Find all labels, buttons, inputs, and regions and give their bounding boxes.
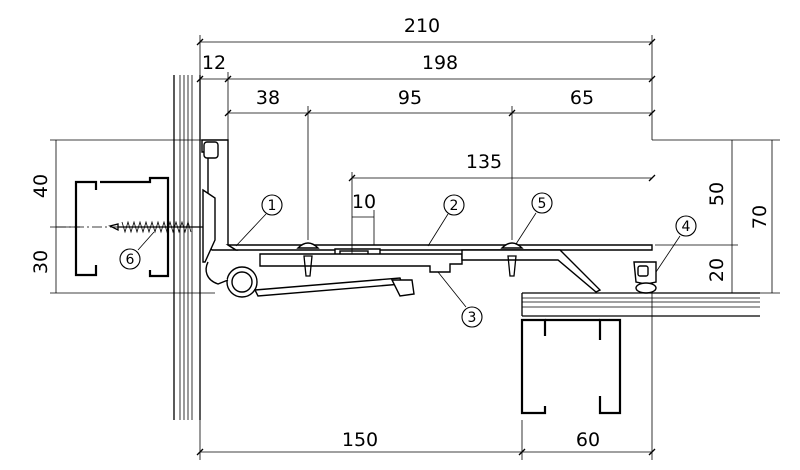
dim-height-top: 40 [30,174,52,198]
dim-right-upper: 50 [706,182,728,206]
fixing-screw [108,220,205,234]
gasket-seal [633,261,657,294]
callouts: 1 2 3 4 5 6 [119,192,697,328]
callout-circle-3 [461,306,483,328]
callout-label-4: 4 [682,219,691,235]
dim-right-lower: 20 [706,258,728,282]
dim-right-total: 70 [749,205,771,229]
dim-base-right: 60 [576,429,600,451]
dim-cover-width: 198 [422,52,458,74]
dimension-labels: 210 12 198 38 95 65 135 10 40 30 50 70 2… [30,15,771,451]
right-steel-channel [520,318,622,415]
dim-seg-right: 65 [570,87,594,109]
dim-overall-width: 210 [404,15,440,37]
dimension-lines [50,35,780,460]
callout-label-6: 6 [126,252,135,268]
wall-clip-profile [201,139,239,263]
dim-seg-left: 38 [256,87,280,109]
dim-joint-span: 135 [466,151,502,173]
callout-circle-2 [443,194,465,216]
dim-height-bottom: 30 [30,250,52,274]
callout-circle-5 [531,192,553,214]
callout-circle-6 [119,248,141,270]
dim-base-left: 150 [342,429,378,451]
dim-seg-middle: 95 [398,87,422,109]
callout-label-5: 5 [538,196,547,212]
dim-gap: 10 [352,191,376,213]
dimension-ticks [196,38,656,456]
callout-label-2: 2 [450,198,459,214]
floor-slab [521,292,760,317]
callout-label-1: 1 [268,198,277,214]
spring-loop [205,261,415,298]
lower-carrier-profile [259,249,602,293]
wall-panel [173,75,201,420]
callout-circle-4 [675,215,697,237]
callout-circle-1 [261,194,283,216]
dim-wall-offset: 12 [202,52,226,74]
callout-label-3: 3 [468,310,477,326]
screw-heads [296,242,524,277]
